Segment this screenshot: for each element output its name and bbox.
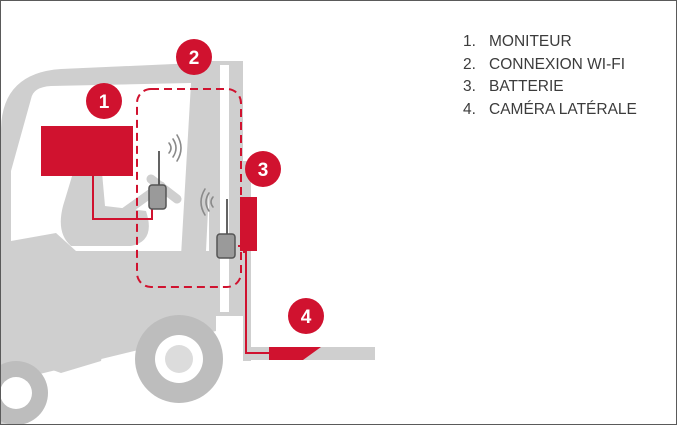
legend-item: 4. CAMÉRA LATÉRALE bbox=[463, 99, 637, 122]
wifi-waves-1-icon bbox=[168, 134, 182, 162]
monitor-cable bbox=[92, 175, 153, 220]
badge-3-circle bbox=[245, 151, 281, 187]
legend-item-label: CONNEXION WI-FI bbox=[489, 55, 626, 73]
legend-item-number: 2. bbox=[463, 55, 476, 73]
legend-item: 3. BATTERIE bbox=[463, 76, 637, 99]
wifi-zone-outline bbox=[136, 88, 242, 288]
wifi-waves-2-icon bbox=[200, 188, 214, 216]
legend-list: 1.MONITEUR 2.CONNEXION WI-FI 3.BATTERIE … bbox=[463, 31, 637, 121]
badge-1-label: 1 bbox=[99, 92, 110, 113]
badge-2-circle bbox=[176, 39, 212, 75]
monitor-block bbox=[41, 126, 133, 176]
badge-3: 3 bbox=[245, 151, 281, 187]
seat bbox=[60, 156, 149, 246]
badge-4-label: 4 bbox=[301, 307, 312, 328]
badge-4: 4 bbox=[288, 298, 324, 334]
battery-block bbox=[240, 197, 257, 251]
legend-item-number: 1. bbox=[463, 33, 476, 50]
legend-item-number: 4. bbox=[463, 100, 476, 118]
badge-3-label: 3 bbox=[258, 160, 269, 181]
badge-1-circle bbox=[86, 83, 122, 119]
legend-item-label: MONITEUR bbox=[489, 33, 572, 50]
legend-item-label: CAMÉRA LATÉRALE bbox=[489, 100, 637, 118]
wifi-module-2 bbox=[200, 188, 236, 259]
camera-cable bbox=[245, 251, 277, 354]
legend-item-label: BATTERIE bbox=[489, 78, 564, 95]
wifi-device-1 bbox=[148, 184, 167, 210]
rear-wheel-hub bbox=[1, 377, 32, 409]
side-camera-block bbox=[269, 347, 321, 360]
wifi-module-1 bbox=[148, 134, 182, 210]
badge-2-label: 2 bbox=[189, 48, 200, 69]
wifi-device-2 bbox=[216, 233, 236, 259]
mast-inner bbox=[220, 65, 229, 312]
legend-item: 2. CONNEXION WI-FI bbox=[463, 54, 637, 77]
legend-item-number: 3. bbox=[463, 78, 476, 95]
legend-item: 1. MONITEUR bbox=[463, 31, 637, 54]
forklift-silhouette bbox=[1, 61, 375, 424]
badge-2: 2 bbox=[176, 39, 212, 75]
body-bottom bbox=[1, 251, 216, 381]
badge-4-circle bbox=[288, 298, 324, 334]
front-wheel-cap bbox=[165, 345, 193, 373]
badge-1: 1 bbox=[86, 83, 122, 119]
